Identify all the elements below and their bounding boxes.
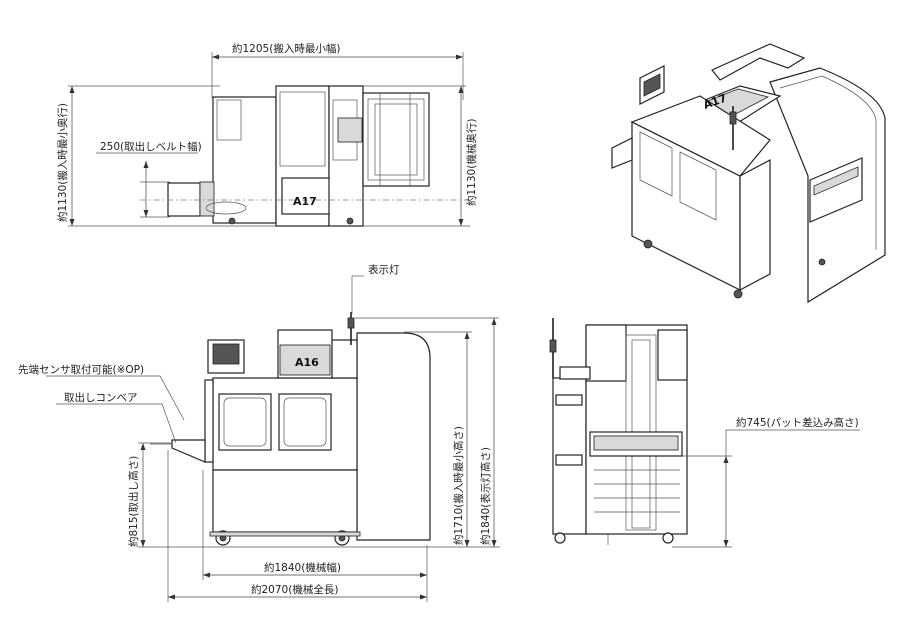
side-view xyxy=(549,318,860,548)
label-min-carry-in-depth: 約1130(搬入時最小奥行) xyxy=(56,103,69,222)
top-view: A17 xyxy=(68,52,470,227)
label-machine-width: 約1840(機械幅) xyxy=(264,561,341,574)
label-min-carry-in-width: 約1205(搬入時最小幅) xyxy=(232,42,340,55)
label-machine-depth: 約1130(機械奥行) xyxy=(465,119,478,206)
front-view-model-plate: A16 xyxy=(295,356,319,369)
label-tip-sensor: 先端センサ取付可能(※OP) xyxy=(18,363,144,376)
label-indicator-lamp: 表示灯 xyxy=(368,263,400,276)
top-view-model-plate: A17 xyxy=(293,195,317,208)
label-output-conveyor: 取出しコンベア xyxy=(64,391,138,404)
label-overall-length: 約2070(機械全長) xyxy=(251,583,338,596)
isometric-view: A17 xyxy=(611,43,886,304)
front-view: A16 xyxy=(46,275,500,602)
label-output-height: 約815(取出し高さ) xyxy=(127,456,140,547)
label-pallet-height: 約745(パット差込み高さ) xyxy=(736,416,859,429)
label-lamp-height: 約1840(表示灯高さ) xyxy=(479,447,492,545)
label-min-carry-in-height: 約1710(搬入時最小高さ) xyxy=(452,426,465,545)
label-belt-width: 250(取出しベルト幅) xyxy=(100,140,202,153)
